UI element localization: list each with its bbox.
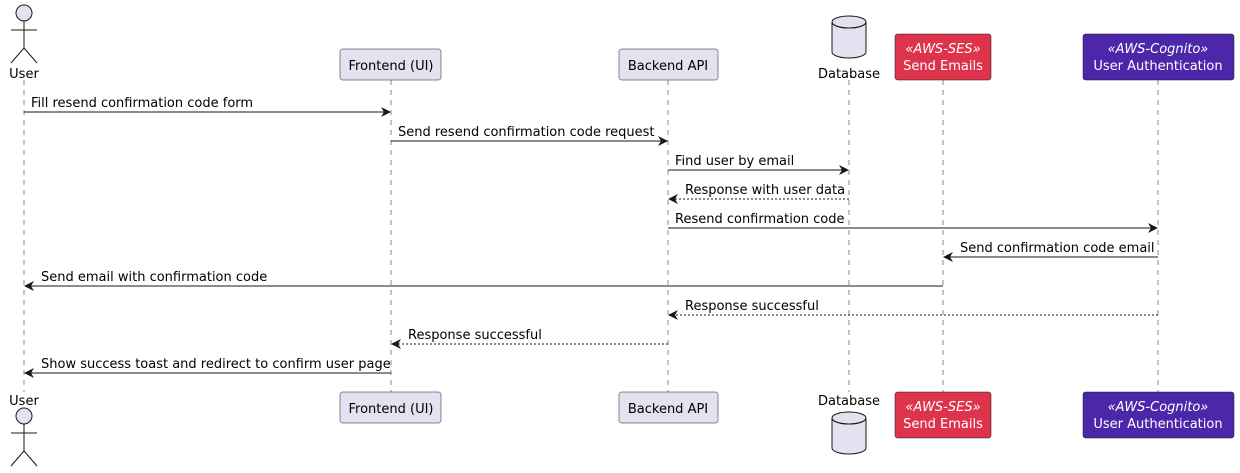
participant-label: Send Emails (903, 417, 983, 432)
message-label: Fill resend confirmation code form (31, 96, 253, 111)
message-label: Find user by email (675, 154, 794, 169)
participant-box (1082, 391, 1235, 439)
message-1: Fill resend confirmation code form (24, 96, 391, 117)
message-2: Send resend confirmation code request (391, 125, 668, 146)
participant-user-bottom: User (9, 394, 39, 467)
participant-label: Database (818, 67, 880, 82)
participant-stereotype: «AWS-Cognito» (1108, 400, 1209, 415)
participant-frontend-top: Frontend (UI) (339, 48, 442, 81)
participant-box (1082, 33, 1235, 81)
participant-box (339, 48, 442, 81)
participant-ses-bottom: «AWS-SES» Send Emails (894, 391, 992, 439)
participant-database-top: Database (818, 15, 880, 82)
participant-box (894, 391, 992, 439)
message-label: Resend confirmation code (675, 212, 845, 227)
participant-label: User (9, 67, 39, 82)
message-label: Response successful (685, 299, 819, 314)
database-icon (831, 15, 867, 59)
participant-label: Backend API (628, 402, 708, 417)
message-label: Show success toast and redirect to confi… (41, 357, 391, 372)
participant-user-top: User (9, 4, 39, 82)
participant-stereotype: «AWS-Cognito» (1108, 42, 1209, 57)
message-label: Send email with confirmation code (41, 270, 267, 285)
participant-box (618, 391, 719, 424)
participant-box (339, 391, 442, 424)
participant-cognito-top: «AWS-Cognito» User Authentication (1082, 33, 1235, 81)
message-label: Send confirmation code email (960, 241, 1155, 256)
participant-backend-bottom: Backend API (618, 391, 719, 424)
participant-label: Frontend (UI) (349, 59, 434, 74)
participant-stereotype: «AWS-SES» (905, 42, 980, 57)
message-label: Send resend confirmation code request (398, 125, 655, 140)
participant-ses-top: «AWS-SES» Send Emails (894, 33, 992, 81)
message-3: Find user by email (668, 154, 849, 175)
message-label: Response successful (408, 328, 542, 343)
participant-label: User Authentication (1093, 417, 1222, 432)
message-6: Send confirmation code email (943, 241, 1158, 262)
participant-label: User (9, 394, 39, 409)
participant-label: Frontend (UI) (349, 402, 434, 417)
message-5: Resend confirmation code (668, 212, 1158, 233)
message-10: Show success toast and redirect to confi… (24, 357, 391, 378)
participant-cognito-bottom: «AWS-Cognito» User Authentication (1082, 391, 1235, 439)
message-9: Response successful (391, 328, 668, 349)
participant-label: Backend API (628, 59, 708, 74)
participant-backend-top: Backend API (618, 48, 719, 81)
participant-box (618, 48, 719, 81)
message-7: Send email with confirmation code (24, 270, 943, 291)
actor-icon (10, 4, 38, 64)
participant-frontend-bottom: Frontend (UI) (339, 391, 442, 424)
participant-label: Send Emails (903, 59, 983, 74)
actor-icon (10, 407, 38, 467)
participant-database-bottom: Database (818, 394, 880, 455)
message-label: Response with user data (685, 183, 845, 198)
participant-label: Database (818, 394, 880, 409)
message-8: Response successful (668, 299, 1158, 320)
participant-stereotype: «AWS-SES» (905, 400, 980, 415)
message-4: Response with user data (668, 183, 849, 204)
participant-label: User Authentication (1093, 59, 1222, 74)
participant-box (894, 33, 992, 81)
database-icon (831, 411, 867, 455)
